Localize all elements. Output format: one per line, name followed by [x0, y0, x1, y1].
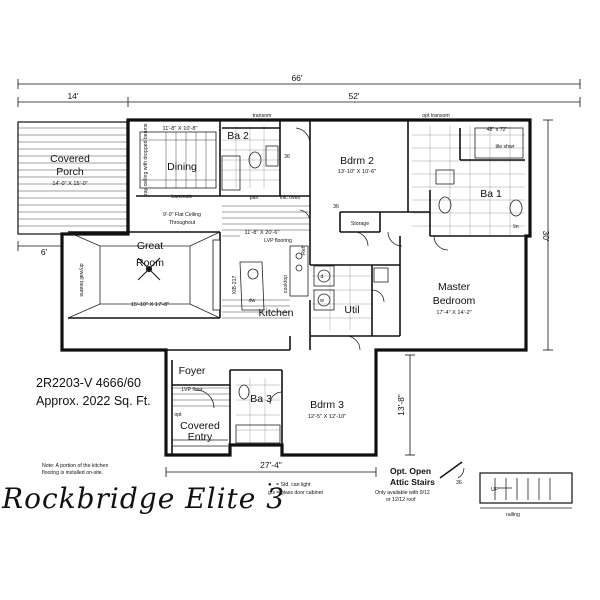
- label-lvp-flooring: LVP flooring: [264, 238, 292, 244]
- room-porch-name: Covered: [50, 153, 90, 165]
- entry-steps: [172, 439, 228, 447]
- tile-patterns: [222, 126, 525, 445]
- label-drywall-beams: drywall beams: [78, 263, 84, 297]
- label-kitchen-size: 11'-8" X 20'-6": [245, 230, 280, 236]
- dim-depth: 30': [541, 230, 551, 241]
- room-bdrm2-size: 13'-10" X 10'-6": [338, 169, 376, 175]
- attic-railing: railing: [506, 512, 520, 518]
- room-great-name: Great: [137, 240, 163, 252]
- legend-glass-door: g/s = glass door cabinet: [268, 490, 323, 496]
- annotation-labels: transom opt transom 9'-0" Flat Ceiling T…: [78, 113, 519, 418]
- label-lin: lin: [513, 224, 518, 230]
- label-washer: w: [320, 298, 324, 304]
- attic-title-2: Attic Stairs: [390, 477, 435, 487]
- label-transom: transom: [253, 113, 272, 119]
- attic-dim: 36: [456, 480, 462, 486]
- dim-lower-depth: 13'-8": [396, 394, 406, 416]
- attic-title-1: Opt. Open: [390, 466, 431, 476]
- porch-hatching: [17, 121, 129, 235]
- room-porch-size: 14'-0" X 15'-0": [52, 181, 87, 187]
- room-entry-name: Covered: [180, 420, 220, 432]
- model-number: 2R2203-V 4666/60: [36, 376, 141, 390]
- label-refr: Refr: [301, 245, 307, 255]
- attic-note-1: Only available with 9/12: [375, 490, 430, 496]
- room-ba2-name: Ba 2: [227, 130, 249, 142]
- fixtures: [137, 127, 524, 444]
- kitchen-note-line-2: flooring is installed on-site.: [42, 470, 103, 476]
- room-bdrm3-size: 12'-5" X 12'-10": [308, 414, 346, 420]
- room-great-size: 15'-10" X 17'-8": [131, 302, 169, 308]
- label-tile-shwr: tile shwr: [495, 144, 514, 150]
- dining-floor-pattern: [140, 132, 217, 188]
- attic-note-2: or 12/12 roof: [386, 497, 416, 503]
- room-porch-name-2: Porch: [56, 166, 84, 178]
- legend-can-light: = Std. can light: [276, 482, 311, 488]
- room-labels: Covered Porch 14'-0" X 15'-0" Dining 11'…: [50, 126, 502, 443]
- room-master-name-2: Bedroom: [433, 295, 476, 307]
- label-ceiling-note: 9'-0" Flat Ceiling: [163, 212, 201, 218]
- room-dining-size: 11'-8" X 10'-8": [163, 126, 198, 132]
- dim-offset: 6': [41, 247, 48, 257]
- label-pan: pan: [250, 195, 259, 201]
- attic-stairs-diagram: [439, 461, 573, 509]
- label-door36-b: 36: [333, 204, 339, 210]
- dim-overall: 66': [291, 73, 302, 83]
- label-dryer: d: [321, 274, 324, 280]
- label-cooktop: cooktop: [283, 275, 289, 293]
- label-door36-a: 36: [284, 154, 290, 160]
- attic-up: UP: [491, 487, 499, 493]
- dim-lower-width: 27'-4": [260, 460, 282, 470]
- room-foyer-name: Foyer: [179, 365, 206, 377]
- kitchen-floor-pattern: [222, 205, 310, 319]
- dining-tray-frame: [139, 131, 217, 189]
- square-feet: Approx. 2022 Sq. Ft.: [36, 394, 151, 408]
- room-bdrm3-name: Bdrm 3: [310, 399, 344, 411]
- label-ceiling-note-2: Throughout: [169, 220, 196, 226]
- label-storage: Storage: [351, 221, 369, 227]
- door-swings: [195, 127, 449, 409]
- label-shower-size: 48" x 72": [487, 127, 508, 133]
- attic-stairs-text: Opt. Open Attic Stairs Only available wi…: [375, 466, 520, 518]
- label-mic-oven: mic oven: [280, 195, 301, 201]
- label-opt: opt: [174, 412, 182, 418]
- legend: ● = Std. can light g/s = glass door cabi…: [268, 482, 323, 496]
- label-opt-transom: opt transom: [422, 113, 449, 119]
- room-great-name-2: Room: [136, 257, 164, 269]
- great-room-beams: [67, 231, 221, 319]
- room-kitchen-name: Kitchen: [258, 307, 293, 319]
- label-tray-ceiling: tray ceiling with dropped beams: [143, 123, 149, 196]
- label-laminate: Laminate: [171, 194, 192, 200]
- dim-porch-width: 14': [67, 91, 78, 101]
- entry-floor-pattern: [172, 387, 230, 407]
- room-ba1-name: Ba 1: [480, 188, 502, 200]
- room-master-name: Master: [438, 281, 471, 293]
- room-entry-name-2: Entry: [188, 431, 213, 443]
- label-dishwasher: dw: [249, 298, 256, 304]
- kitchen-note-line-1: Note: A portion of the kitchen: [42, 463, 108, 469]
- room-ba3-name: Ba 3: [250, 393, 272, 405]
- room-master-size: 17'-4" X 14'-2": [436, 310, 471, 316]
- brand-title: Rockbridge Elite 3: [2, 482, 286, 515]
- label-lvp-floor: LVP floor: [182, 387, 203, 393]
- room-bdrm2-name: Bdrm 2: [340, 155, 374, 167]
- label-xib: XIB-217: [232, 276, 238, 295]
- label-util: Util: [344, 304, 359, 316]
- can-light-icon: ●: [268, 482, 272, 488]
- room-dining-name: Dining: [167, 161, 197, 173]
- dim-main-width: 52': [348, 91, 359, 101]
